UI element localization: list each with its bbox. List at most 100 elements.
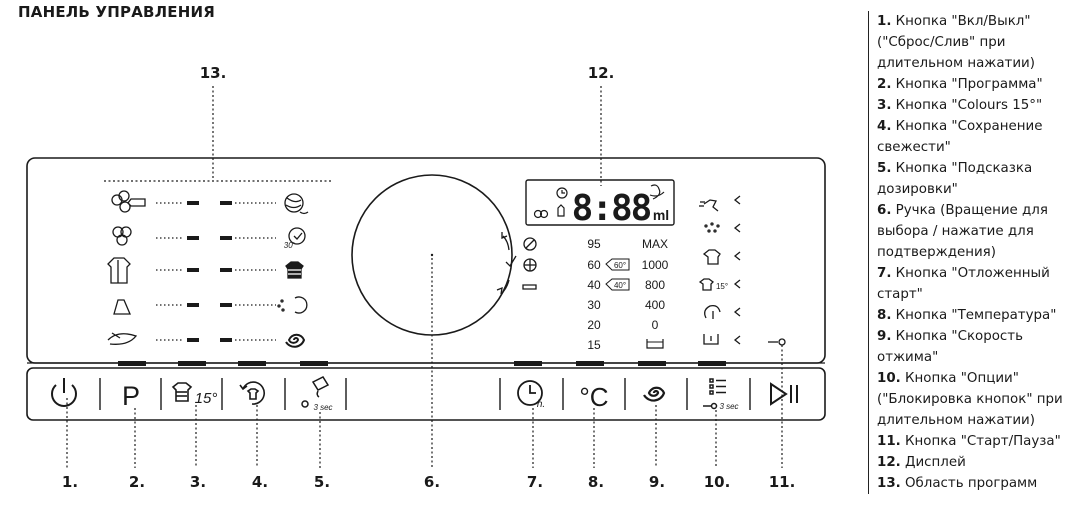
legend-item: 2. Кнопка "Программа"	[877, 77, 1043, 92]
legend-item: 8. Кнопка "Температура"	[877, 308, 1057, 323]
child-lock-icon	[768, 338, 786, 346]
colours-15-button[interactable]: 15°	[171, 382, 218, 407]
display-digits: 8:88	[572, 188, 651, 229]
display-small-icons	[533, 184, 665, 219]
colours-icon	[171, 382, 193, 402]
callout-2: 2.	[128, 473, 146, 491]
shirt-icon	[702, 249, 721, 265]
options-label: 3 sec	[719, 402, 738, 411]
start-pause-button[interactable]	[770, 382, 798, 406]
quick-30-icon	[288, 227, 306, 245]
mixed-icon	[111, 190, 146, 213]
speed-icon	[699, 199, 719, 212]
spin-icon	[285, 333, 306, 348]
spin-2: 800	[645, 278, 665, 292]
callout-4: 4.	[251, 473, 269, 491]
callout-5: 5.	[313, 473, 331, 491]
knob-rotation-arrows	[496, 232, 517, 295]
callout-11: 11.	[768, 473, 796, 491]
no-spin-icon	[646, 339, 664, 349]
legend: 1. Кнопка "Вкл/Выкл" ("Сброс/Слив" при д…	[868, 11, 1077, 494]
callout-7: 7.	[526, 473, 544, 491]
temp-mark-60: 60°	[614, 261, 626, 270]
legend-item: 5. Кнопка "Подсказка дозировки"	[877, 161, 1033, 197]
steam-icon	[704, 222, 720, 233]
callout-12: 12.	[587, 64, 615, 82]
dosing-label: 3 sec	[313, 403, 332, 412]
knob-side-icons	[522, 237, 537, 290]
legend-item: 10. Кнопка "Опции" ("Блокировка кнопок" …	[877, 371, 1063, 428]
options-list-icon	[703, 378, 726, 410]
temperature-button[interactable]: °C	[579, 382, 608, 412]
prewash-icon	[703, 334, 719, 345]
program-dots	[156, 202, 276, 341]
delay-start-button[interactable]: h.	[517, 380, 545, 410]
colours-label: 15°	[195, 390, 218, 407]
temp-4: 20	[587, 318, 601, 332]
program-right-icons: 30'	[277, 193, 309, 348]
spin-4: 0	[652, 318, 659, 332]
legend-item: 11. Кнопка "Старт/Пауза"	[877, 434, 1061, 449]
power-icon	[51, 378, 77, 407]
wool-icon	[284, 193, 309, 215]
temp-5: 15	[587, 338, 601, 352]
callout-13: 13.	[199, 64, 227, 82]
dosing-button[interactable]: 3 sec	[301, 376, 333, 412]
power-button[interactable]	[51, 378, 77, 407]
temp-0: 95	[587, 237, 601, 251]
spin-speed-button[interactable]	[643, 386, 666, 402]
temp-3: 30	[587, 298, 601, 312]
display-unit: ml	[653, 207, 669, 223]
shirt-15-icon	[698, 278, 714, 291]
program-label: P	[122, 381, 140, 411]
dosing-icon	[301, 376, 330, 408]
options-15-label: 15°	[716, 282, 728, 291]
spin-0: MAX	[642, 237, 668, 251]
synthetic-icon	[107, 257, 131, 284]
temp-1: 60	[587, 258, 601, 272]
legend-item: 9. Кнопка "Скорость отжима"	[877, 329, 1023, 365]
page-title: ПАНЕЛЬ УПРАВЛЕНИЯ	[18, 3, 215, 21]
freshness-button[interactable]	[239, 381, 266, 405]
program-left-icons	[107, 190, 146, 345]
spin-spiral-icon	[643, 386, 666, 402]
options-button[interactable]: 3 sec	[703, 378, 739, 411]
callout-lines	[66, 86, 783, 468]
temp-2: 40	[587, 278, 601, 292]
legend-item: 7. Кнопка "Отложенный старт"	[877, 266, 1050, 302]
legend-item: 1. Кнопка "Вкл/Выкл" ("Сброс/Слив" при д…	[877, 14, 1035, 71]
program-area: 30'	[107, 190, 309, 348]
hand-wash-option-icon	[704, 304, 721, 319]
spin-scale: MAX 1000 800 400 0	[642, 237, 669, 349]
callout-6: 6.	[423, 473, 441, 491]
shirts-icon	[285, 261, 304, 279]
upper-panel	[26, 157, 826, 364]
options-indicators: 15°	[698, 195, 786, 346]
legend-item: 6. Ручка (Вращение для выбора / нажатие …	[877, 203, 1048, 260]
temp-mark-40: 40°	[614, 281, 626, 290]
cotton-icon	[112, 226, 132, 246]
lower-panel	[26, 367, 826, 421]
delicates-icon	[113, 299, 131, 315]
hand-wash-icon	[107, 332, 138, 345]
callout-10: 10.	[703, 473, 731, 491]
start-pause-icon	[770, 382, 798, 406]
temperature-scale: 95 60 40 30 20 15 60° 40°	[587, 237, 630, 352]
callout-1: 1.	[61, 473, 79, 491]
callout-3: 3.	[189, 473, 207, 491]
delay-label: h.	[537, 399, 545, 410]
program-button[interactable]: P	[122, 381, 140, 411]
delay-clock-icon	[517, 380, 543, 406]
legend-item: 13. Область программ	[877, 476, 1038, 491]
display: 8:88 ml	[525, 179, 675, 229]
rinse-icon	[277, 296, 308, 314]
callout-8: 8.	[587, 473, 605, 491]
callout-9: 9.	[648, 473, 666, 491]
legend-item: 12. Дисплей	[877, 455, 966, 470]
freshness-icon	[239, 381, 266, 405]
legend-item: 4. Кнопка "Сохранение свежести"	[877, 119, 1043, 155]
button-markers	[118, 361, 726, 366]
quick-30-label: 30'	[284, 241, 295, 250]
temperature-label: °C	[579, 382, 608, 412]
